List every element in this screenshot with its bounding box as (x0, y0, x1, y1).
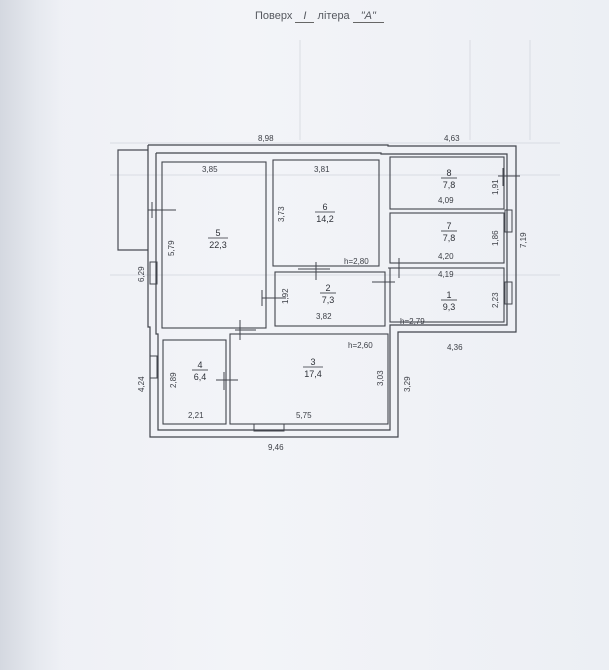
room-number: 8 (446, 168, 451, 178)
room-area: 17,4 (304, 369, 322, 379)
dim-right-overall: 7,19 (519, 232, 528, 248)
room-area: 7,8 (443, 233, 456, 243)
dim-room1-height: 2,23 (491, 292, 500, 308)
room-number: 6 (322, 202, 327, 212)
outer-walls (147, 144, 517, 438)
dim-room6-height: 3,73 (277, 206, 286, 222)
room-label-5: 5 22,3 (208, 228, 228, 250)
room-label-6: 6 14,2 (315, 202, 335, 224)
dim-room4-bottom: 2,21 (188, 411, 204, 420)
dim-room5-width: 3,85 (202, 165, 218, 174)
ceiling-height-1: h=2,80 (344, 257, 369, 266)
dim-room3-bottom: 5,75 (296, 411, 312, 420)
dim-top-overall: 8,98 (258, 134, 274, 143)
room-number: 3 (310, 357, 315, 367)
room-label-7: 7 7,8 (441, 221, 457, 243)
room-label-1: 1 9,3 (441, 290, 457, 312)
dim-room8-height: 1,91 (491, 179, 500, 195)
dim-room7-bottom: 4,20 (438, 252, 454, 261)
letter-value: "А" (352, 10, 384, 23)
room-area: 7,8 (443, 180, 456, 190)
room-number: 2 (325, 283, 330, 293)
room-label-3: 3 17,4 (303, 357, 323, 379)
dim-room5-height: 5,79 (167, 240, 176, 256)
ceiling-height-3: h=2,60 (348, 341, 373, 350)
floor-label: Поверх (255, 10, 293, 22)
dim-room7-height: 1,86 (491, 230, 500, 246)
dim-right-lower: 4,36 (447, 343, 463, 352)
floor-header: Поверх I літера "А" (255, 10, 384, 23)
dim-room4-height: 2,89 (169, 372, 178, 388)
form-grid-lines (110, 40, 560, 276)
room-number: 5 (215, 228, 220, 238)
dim-top-right: 4,63 (444, 134, 460, 143)
floor-value: I (295, 10, 315, 23)
room-label-2: 2 7,3 (320, 283, 336, 305)
dim-lower-left-side: 4,24 (137, 376, 146, 392)
room-label-8: 8 7,8 (441, 168, 457, 190)
room-number: 1 (446, 290, 451, 300)
room-area: 22,3 (209, 240, 227, 250)
room-label-4: 4 6,4 (192, 360, 208, 382)
room-area: 14,2 (316, 214, 334, 224)
page-binding-shadow (0, 0, 62, 670)
room-number: 4 (197, 360, 202, 370)
letter-label: літера (317, 10, 350, 22)
dim-room1-top: 4,19 (438, 270, 454, 279)
ceiling-height-2: h=2,79 (400, 317, 425, 326)
room-area: 6,4 (194, 372, 207, 382)
room-area: 9,3 (443, 302, 456, 312)
dim-room3-height: 3,03 (376, 370, 385, 386)
dim-left-overall: 6,29 (137, 266, 146, 282)
dim-room6-width: 3,81 (314, 165, 330, 174)
room-area: 7,3 (322, 295, 335, 305)
openings (148, 168, 520, 432)
dim-lower-right-side: 3,29 (403, 376, 412, 392)
dim-room2-bottom: 3,82 (316, 312, 332, 321)
dim-bottom-overall: 9,46 (268, 443, 284, 452)
room-number: 7 (446, 221, 451, 231)
room-walls (161, 156, 505, 425)
dim-room2-height: 1,92 (281, 288, 290, 304)
porch-outline (117, 149, 148, 251)
dim-room8-bottom: 4,09 (438, 196, 454, 205)
